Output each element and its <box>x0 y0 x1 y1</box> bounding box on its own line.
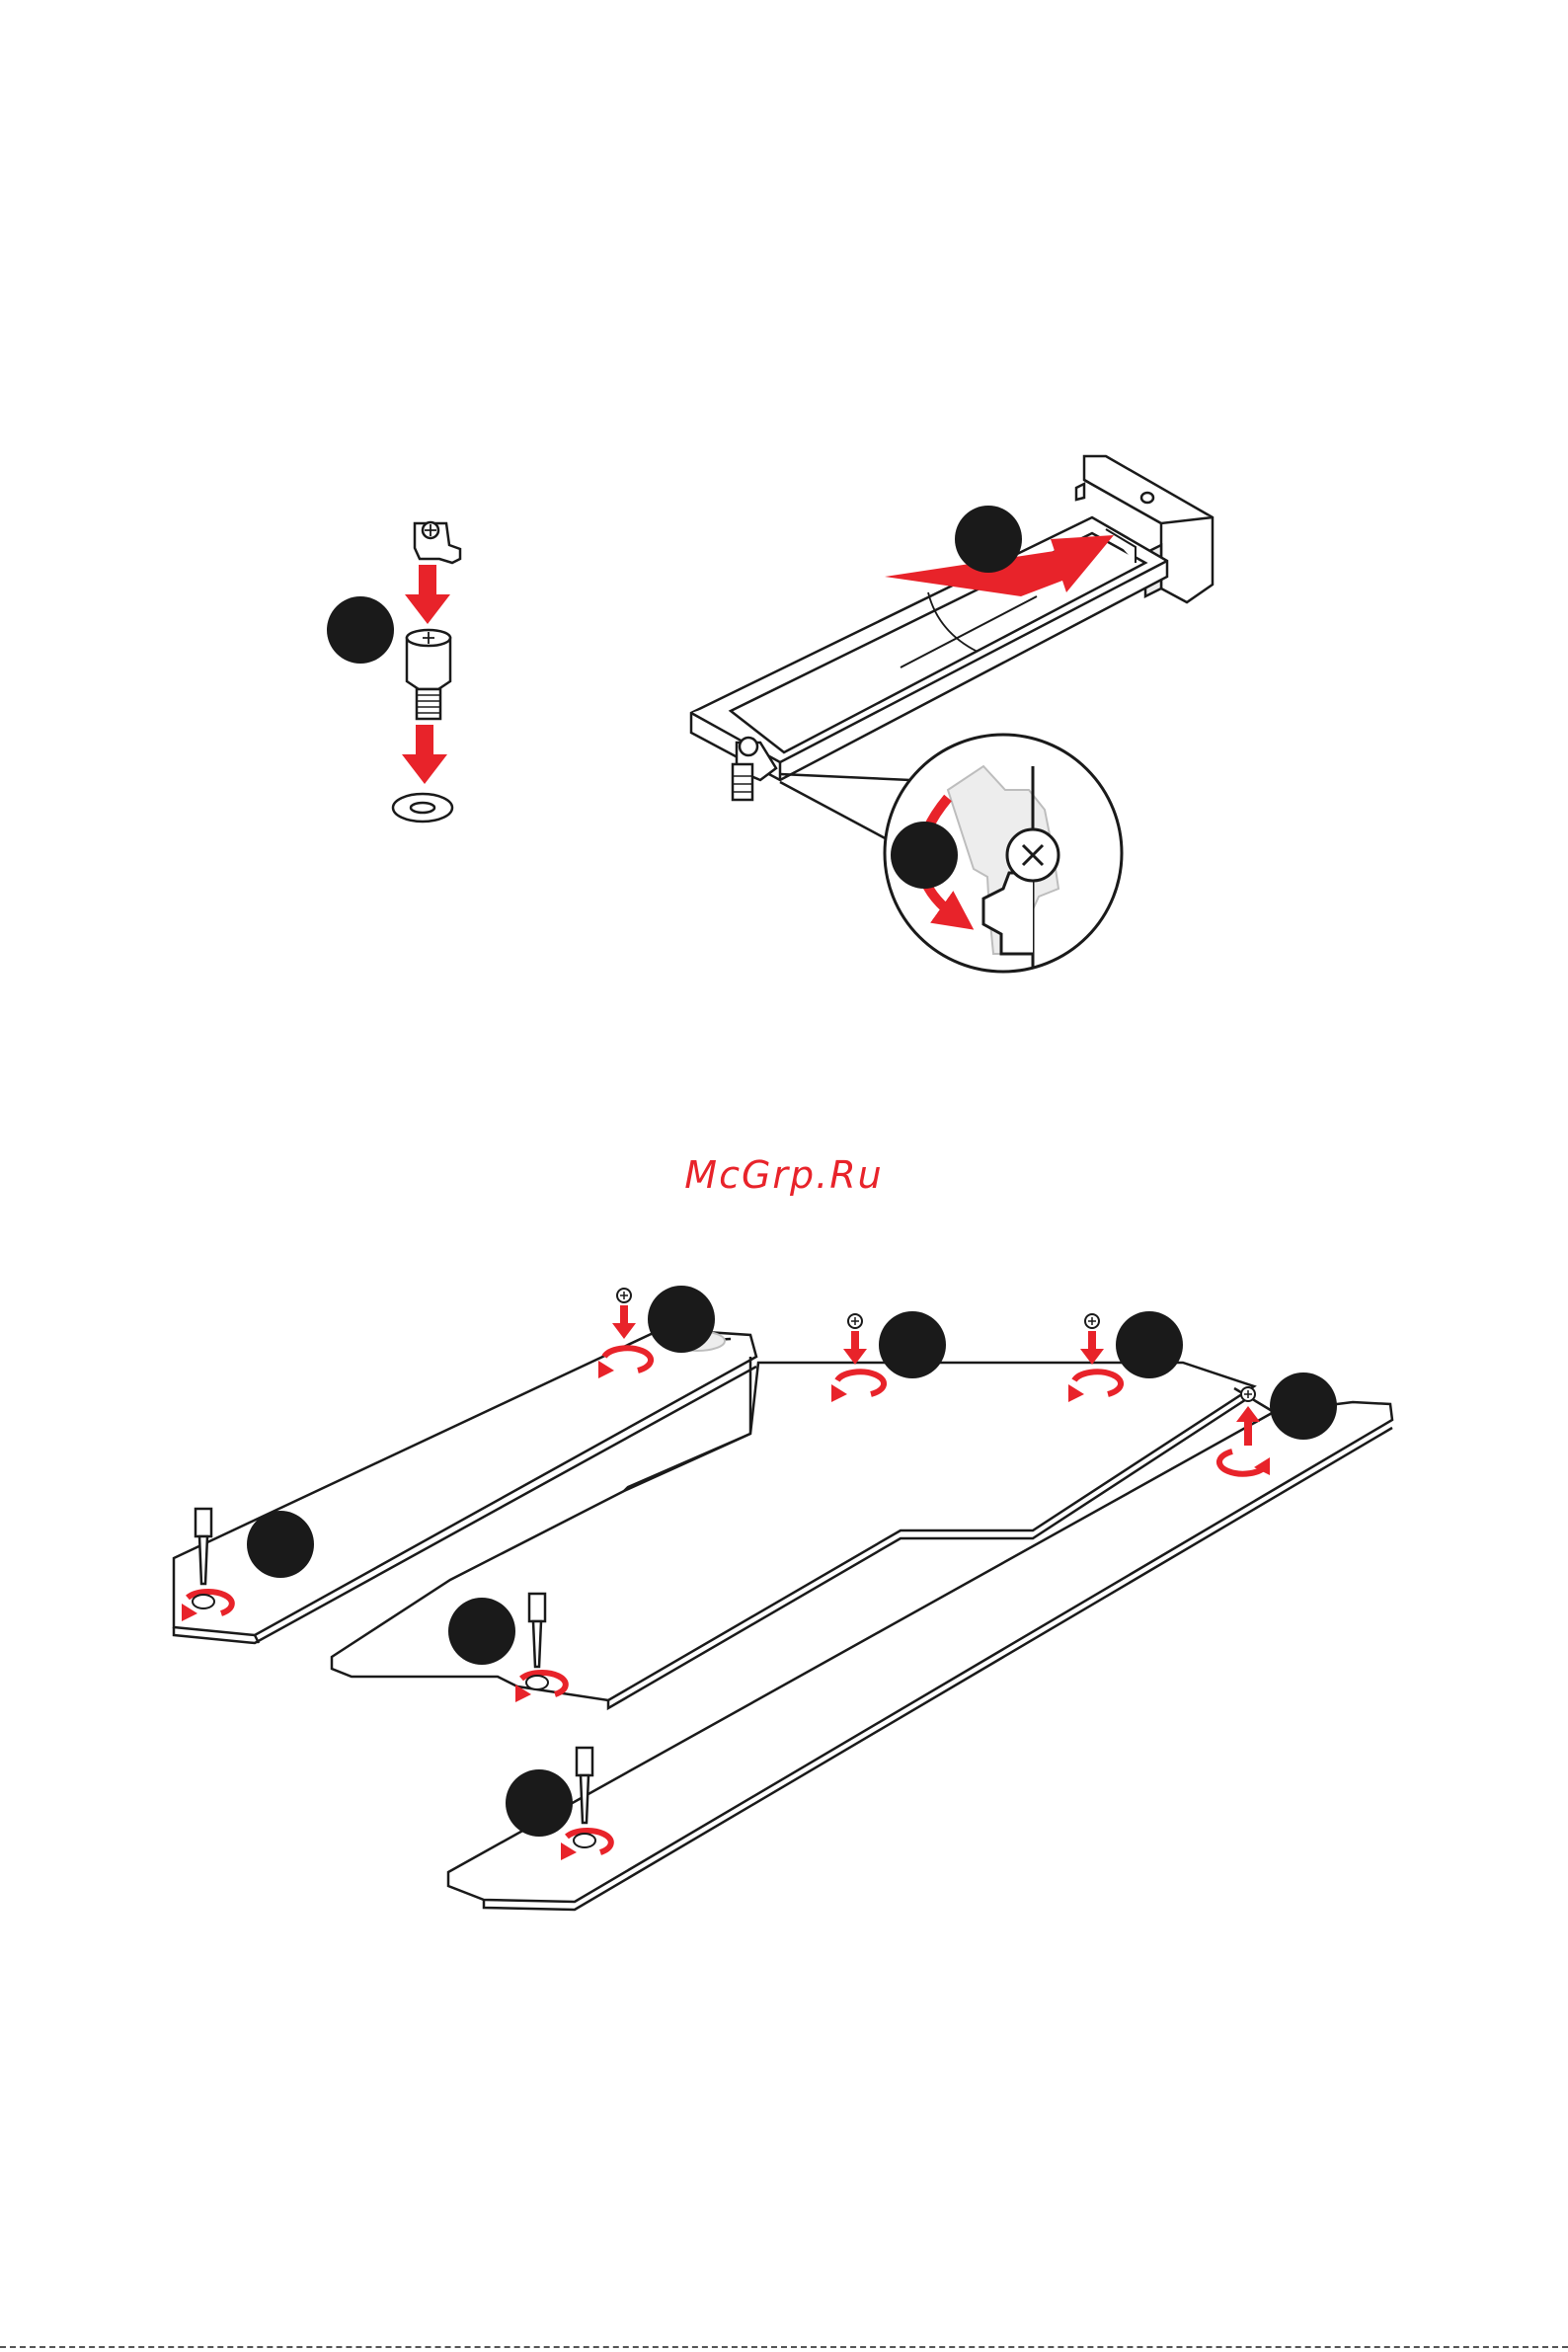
step-marker <box>955 506 1022 573</box>
standoff-assembly <box>327 522 460 822</box>
step-marker <box>506 1769 573 1837</box>
step-marker <box>648 1286 715 1353</box>
watermark-text: McGrp.Ru <box>0 1153 1568 1197</box>
washer-icon <box>393 794 452 822</box>
step-marker <box>879 1311 946 1378</box>
step-marker <box>1270 1372 1337 1440</box>
arrow-down-icon <box>402 725 447 784</box>
standoff-cap-icon <box>415 522 460 563</box>
ssd-insert-illustration <box>691 456 1213 972</box>
latch-detail-callout <box>885 735 1122 972</box>
arrow-down-icon <box>405 565 450 624</box>
step-marker <box>1116 1311 1183 1378</box>
step-marker <box>448 1598 515 1665</box>
standoff-screw-icon <box>407 630 450 719</box>
step-marker <box>247 1511 314 1578</box>
heatsink-removal-illustration <box>174 1329 1392 1910</box>
step-marker <box>891 822 958 889</box>
step-marker <box>327 596 394 664</box>
page-bottom-rule <box>0 2346 1568 2348</box>
